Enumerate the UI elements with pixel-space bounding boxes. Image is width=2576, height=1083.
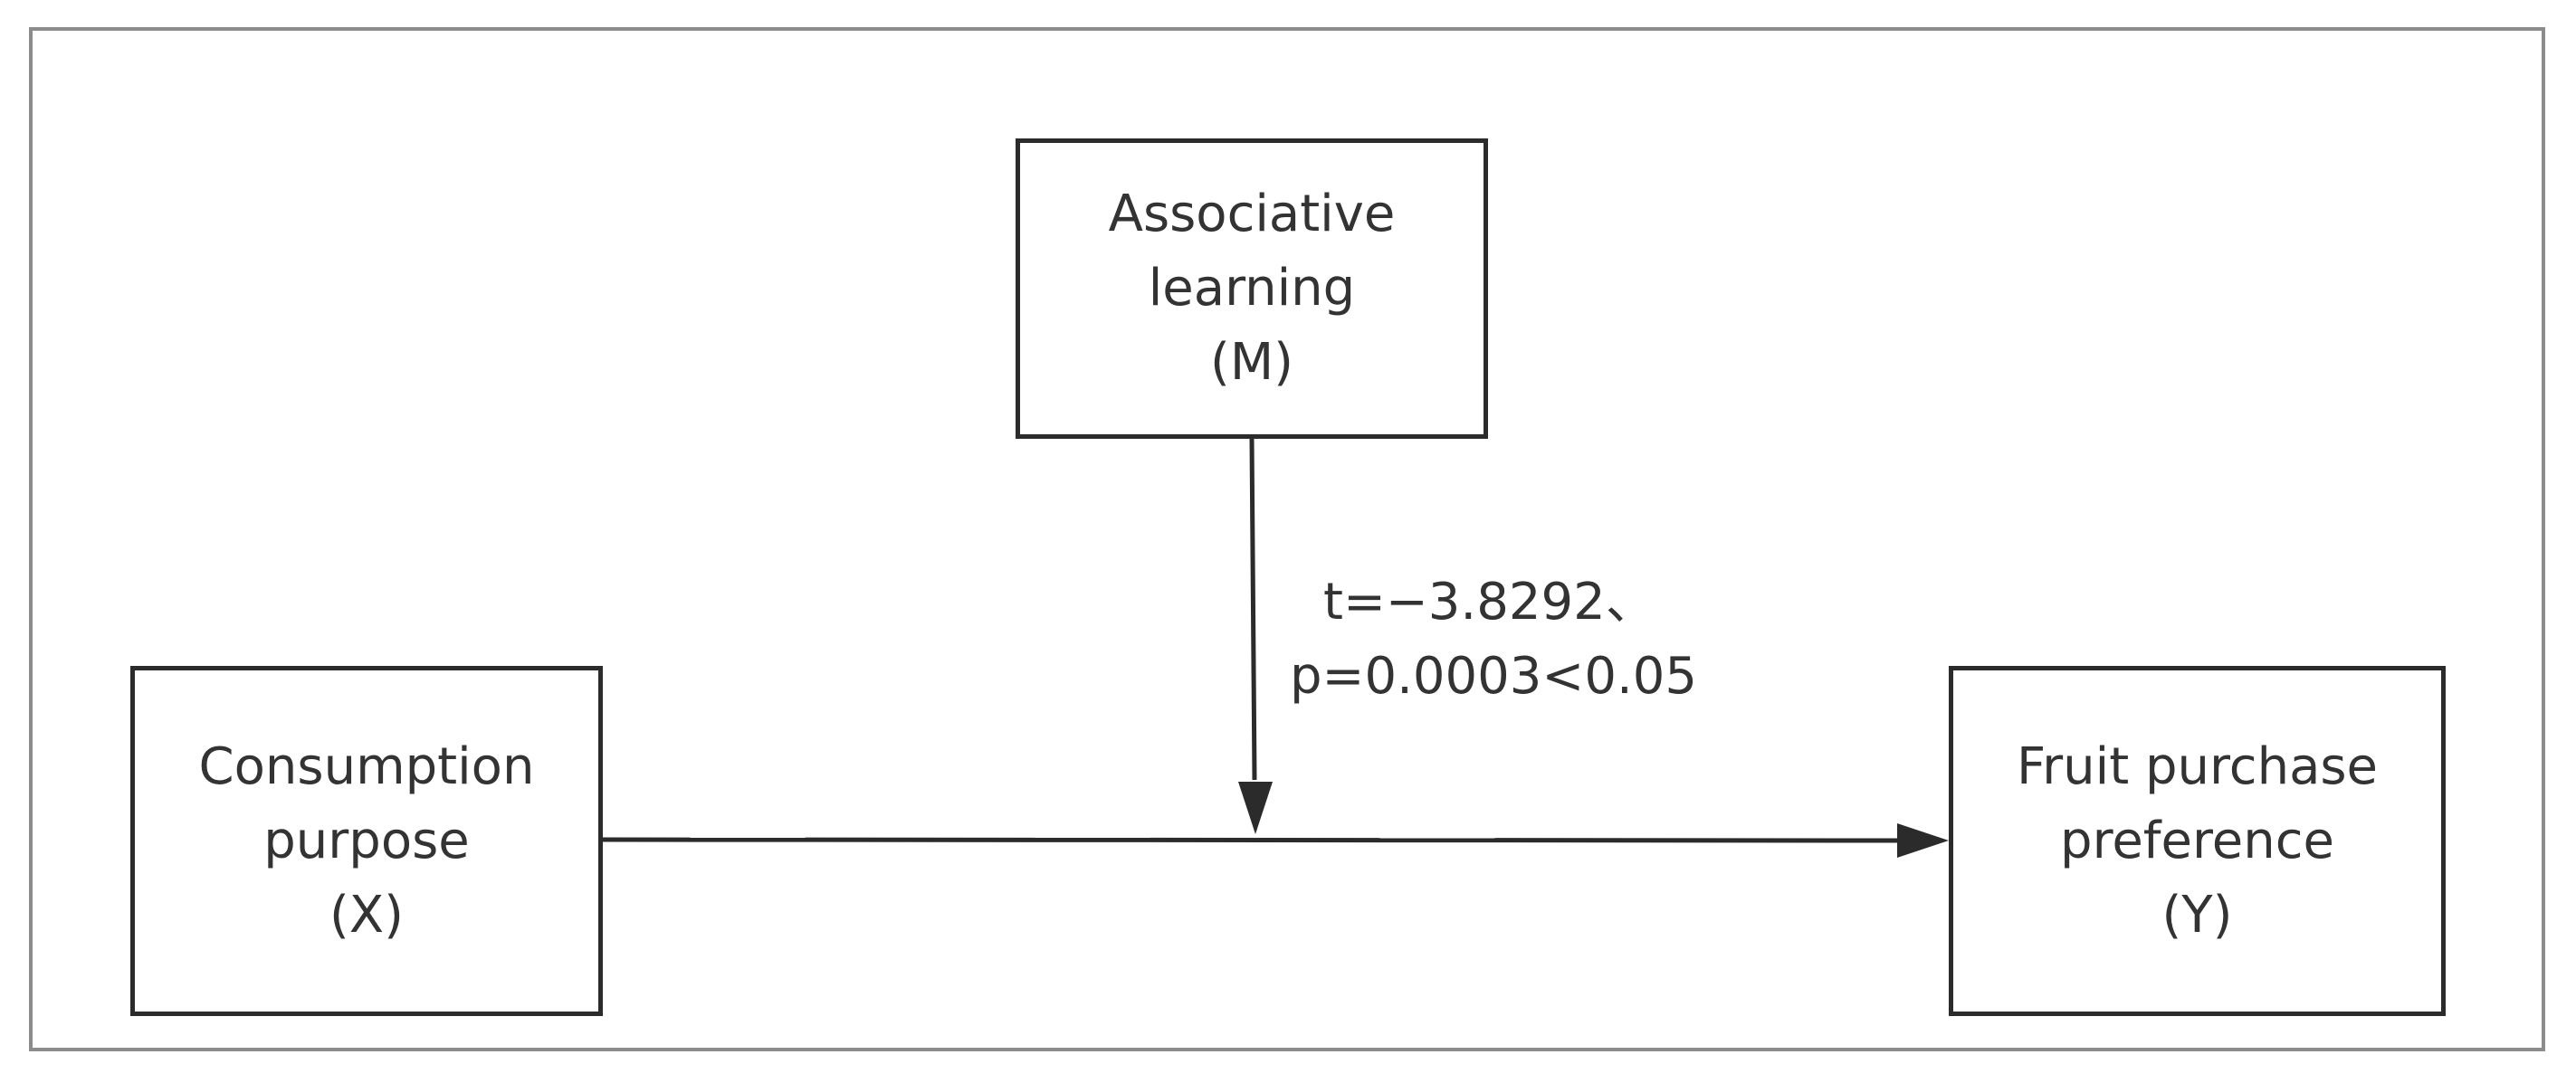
mediator-label-line: (M)	[1209, 333, 1293, 392]
independent-label-line: (X)	[329, 885, 405, 945]
mediator-label-line: learning	[1148, 259, 1356, 318]
p-value-label: p=0.0003<0.05	[1290, 647, 1698, 706]
independent-node: Consumption purpose (X)	[130, 666, 603, 1016]
arrowhead-m-to-path	[1238, 782, 1273, 834]
dependent-label-line: (Y)	[2161, 885, 2233, 945]
independent-label-line: Consumption	[198, 736, 535, 796]
dependent-label-line: preference	[2060, 811, 2334, 870]
independent-label-line: purpose	[263, 811, 470, 870]
dependent-label: Fruit purchase preference (Y)	[2017, 730, 2378, 953]
independent-label: Consumption purpose (X)	[199, 730, 535, 953]
edge-x-to-y	[602, 837, 1903, 843]
dependent-label-line: Fruit purchase	[2016, 736, 2379, 796]
edge-m-to-path	[1249, 438, 1257, 781]
arrowhead-x-to-y	[1897, 823, 1949, 858]
dependent-node: Fruit purchase preference (Y)	[1949, 666, 2446, 1016]
mediator-node: Associative learning (M)	[1016, 138, 1488, 439]
mediator-label: Associative learning (M)	[1109, 177, 1396, 400]
diagram-frame	[29, 27, 2545, 1051]
mediator-label-line: Associative	[1108, 185, 1396, 243]
t-statistic-label: t=−3.8292、	[1323, 573, 1656, 632]
